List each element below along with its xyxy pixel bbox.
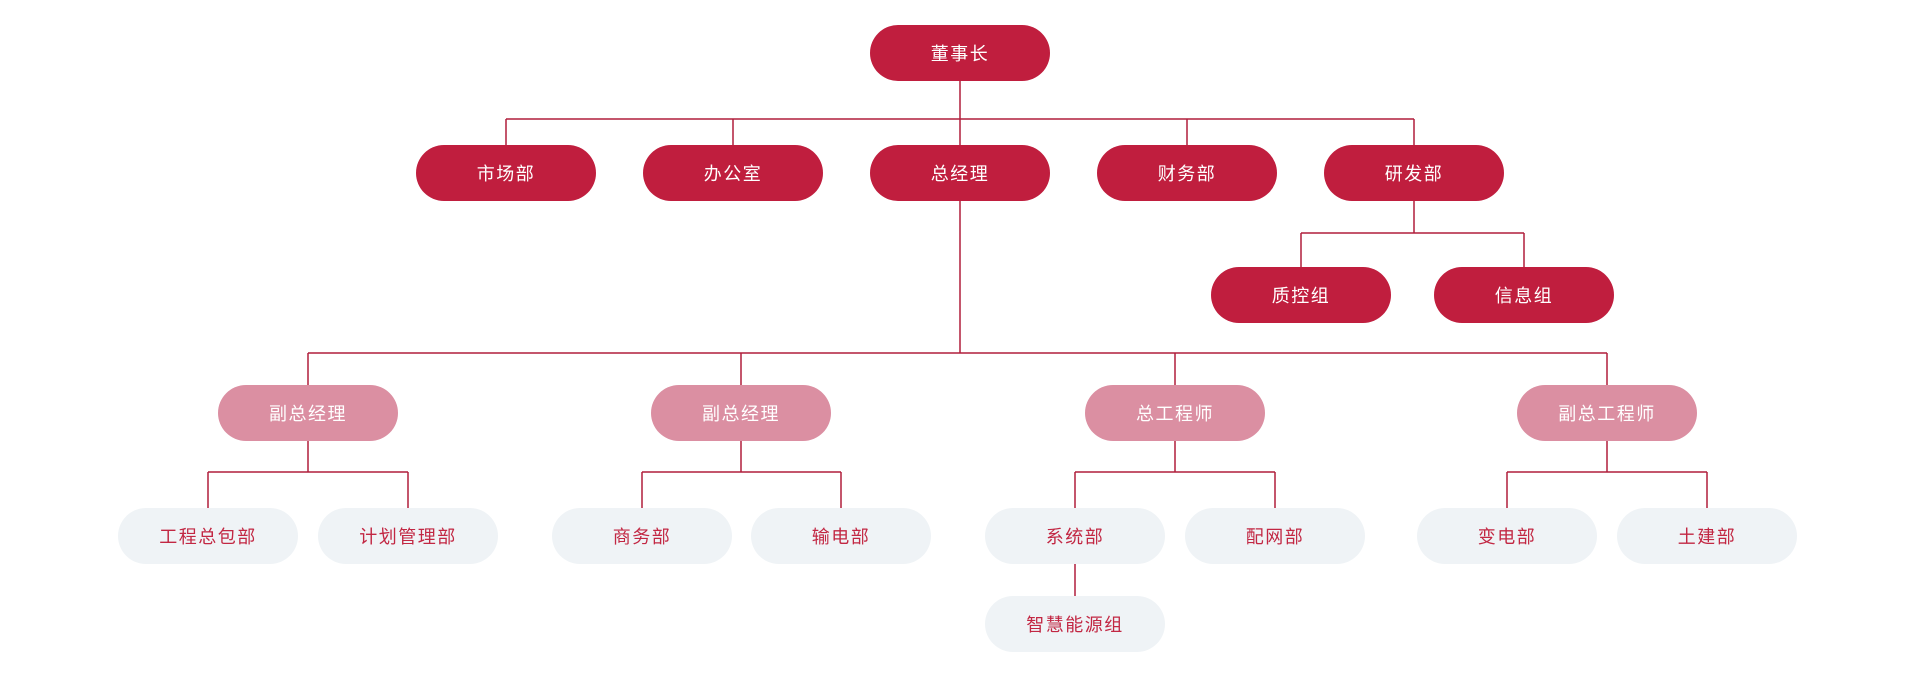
org-node-marketing[interactable]: 市场部 [416,145,596,201]
org-node-plan[interactable]: 计划管理部 [318,508,498,564]
org-node-subst[interactable]: 变电部 [1417,508,1597,564]
org-node-label: 计划管理部 [359,527,457,547]
org-node-label: 输电部 [811,527,871,547]
org-node-trans[interactable]: 输电部 [751,508,931,564]
connector-chairman [505,81,1415,145]
org-node-label: 土建部 [1677,527,1737,547]
org-node-dce[interactable]: 副总工程师 [1517,385,1697,441]
connector-dgm2 [641,441,842,508]
org-node-civil[interactable]: 土建部 [1617,508,1797,564]
org-node-label: 总工程师 [1136,404,1214,424]
org-node-label: 财务部 [1157,164,1217,184]
org-node-label: 副总经理 [702,404,780,424]
org-node-dgm2[interactable]: 副总经理 [651,385,831,441]
org-node-smart[interactable]: 智慧能源组 [985,596,1165,652]
org-node-qc[interactable]: 质控组 [1211,267,1391,323]
org-node-dist[interactable]: 配网部 [1185,508,1365,564]
org-node-label: 市场部 [476,164,536,184]
org-node-epc[interactable]: 工程总包部 [118,508,298,564]
org-node-label: 总经理 [930,164,990,184]
org-node-rnd[interactable]: 研发部 [1324,145,1504,201]
org-node-label: 智慧能源组 [1026,615,1124,635]
connector-rnd [1300,201,1525,267]
org-node-label: 变电部 [1477,527,1537,547]
connector-ce [1074,441,1276,508]
org-node-finance[interactable]: 财务部 [1097,145,1277,201]
connector-dgm1 [207,441,409,508]
org-node-label: 研发部 [1384,164,1444,184]
org-node-label: 副总经理 [269,404,347,424]
org-node-label: 系统部 [1045,527,1105,547]
org-node-biz[interactable]: 商务部 [552,508,732,564]
org-node-label: 商务部 [612,527,672,547]
org-node-ce[interactable]: 总工程师 [1085,385,1265,441]
org-node-label: 工程总包部 [159,527,257,547]
org-node-info[interactable]: 信息组 [1434,267,1614,323]
org-node-sys[interactable]: 系统部 [985,508,1165,564]
org-node-label: 配网部 [1245,527,1305,547]
connector-gm [307,201,1608,385]
org-node-label: 质控组 [1271,286,1331,306]
org-node-gm[interactable]: 总经理 [870,145,1050,201]
connector-dce [1506,441,1708,508]
org-node-label: 信息组 [1494,286,1554,306]
org-node-label: 董事长 [930,44,990,64]
org-node-label: 副总工程师 [1558,404,1656,424]
org-node-label: 办公室 [703,164,763,184]
org-node-dgm1[interactable]: 副总经理 [218,385,398,441]
org-node-chairman[interactable]: 董事长 [870,25,1050,81]
org-node-office[interactable]: 办公室 [643,145,823,201]
